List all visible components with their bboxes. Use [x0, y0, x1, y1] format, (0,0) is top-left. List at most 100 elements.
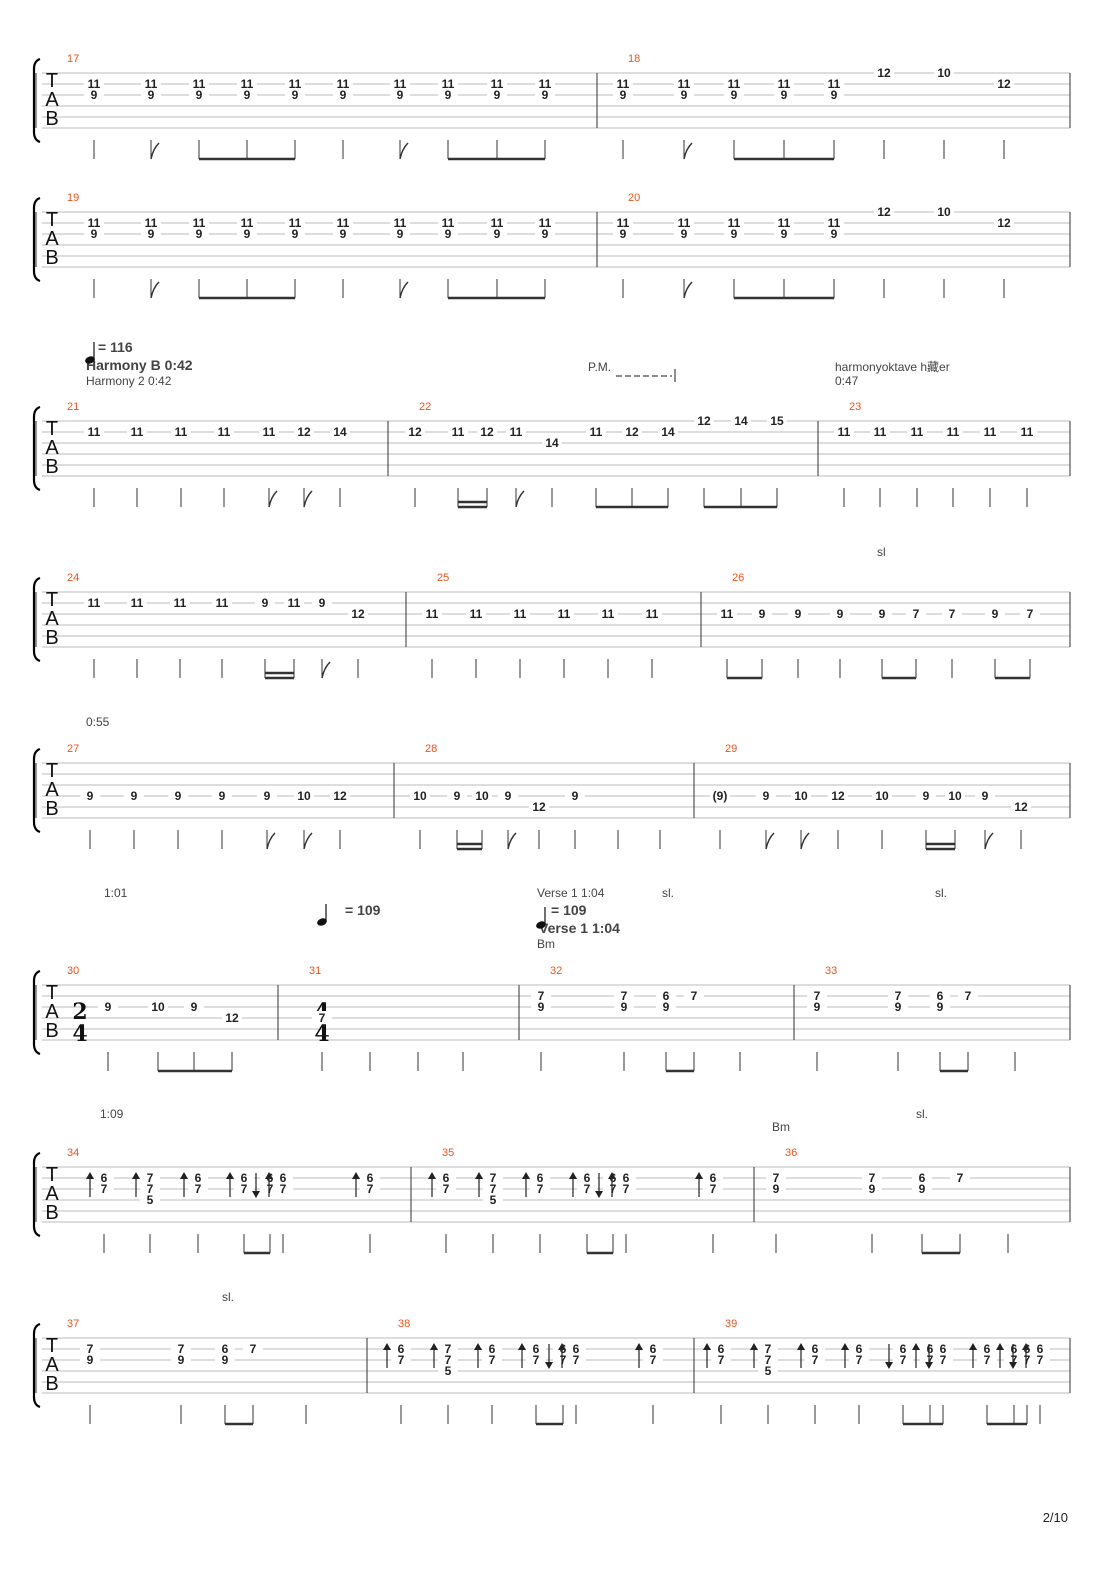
tab-note: 9 [312, 596, 332, 679]
fret-background [577, 1182, 597, 1194]
page-number: 2/10 [1042, 1510, 1068, 1525]
arrow-head [86, 1172, 94, 1179]
fret-number: 10 [875, 789, 889, 803]
tab-note: 12 [529, 800, 549, 849]
fret-background [554, 607, 574, 619]
fret-background [616, 1171, 636, 1183]
tab-note: 67 [522, 1171, 550, 1253]
eighth-flag [303, 832, 313, 850]
fret-background [215, 1353, 235, 1365]
arrow-head [996, 1343, 1004, 1350]
tab-note: 119 [774, 216, 794, 298]
fret-number: 9 [175, 789, 182, 803]
fret-background [598, 607, 618, 619]
fret-background [912, 1171, 932, 1183]
fret-background [234, 1171, 254, 1183]
fret-background [805, 1353, 825, 1365]
tab-note: 119 [237, 77, 257, 159]
fret-background [943, 425, 963, 437]
fret-background [975, 789, 995, 801]
fret-number: 7 [178, 1342, 185, 1356]
fret-number: 9 [763, 789, 770, 803]
fret-number: 12 [408, 425, 422, 439]
fret-background [542, 436, 562, 448]
fret-number: 9 [879, 607, 886, 621]
tab-note: 9 [212, 789, 232, 849]
fret-number: 11 [984, 425, 997, 439]
tab-note: 67 [608, 1171, 636, 1253]
tab-note: 14 [542, 436, 562, 507]
fret-background [1011, 800, 1031, 812]
fret-background [360, 1182, 380, 1194]
tab-clef-letter: T [46, 209, 58, 231]
fret-background [360, 1171, 380, 1183]
fret-background [84, 227, 104, 239]
fret-number: 12 [351, 607, 365, 621]
tab-note: 10 [934, 205, 954, 298]
arrow-head [797, 1343, 805, 1350]
fret-background [284, 596, 304, 608]
tab-note: 79 [766, 1171, 786, 1253]
fret-number: 11 [263, 425, 276, 439]
fret-background [756, 789, 776, 801]
fret-background [530, 1171, 550, 1183]
fret-number: 7 [241, 1182, 248, 1196]
fret-background [390, 88, 410, 100]
fret-background [483, 1193, 503, 1205]
arrow-head [180, 1172, 188, 1179]
fret-background [483, 1182, 503, 1194]
tab-note: 119 [189, 216, 209, 298]
fret-number: 11 [88, 77, 101, 91]
eighth-flag [268, 490, 278, 508]
tab-clef-letter: B [45, 798, 58, 820]
tab-note: 67 [558, 1342, 586, 1424]
fret-number: 9 [264, 789, 271, 803]
arrow-head [595, 1191, 603, 1198]
fret-background [472, 789, 492, 801]
arrow-head [750, 1343, 758, 1350]
fret-number: 7 [610, 1182, 617, 1196]
tab-note: 69 [215, 1342, 235, 1424]
fret-background [684, 989, 704, 1001]
fret-number: 6 [927, 1342, 934, 1356]
fret-background [724, 88, 744, 100]
fret-number: 9 [542, 227, 549, 241]
measure-number: 26 [732, 572, 744, 584]
tab-note: 10 [294, 789, 314, 850]
fret-background [566, 1342, 586, 1354]
fret-number: 11 [678, 77, 691, 91]
fret-number: 7 [267, 1182, 274, 1196]
fret-number: 10 [948, 789, 962, 803]
fret-number: 7 [927, 1353, 934, 1367]
fret-background [391, 1342, 411, 1354]
score-annotation: 0:55 [86, 715, 110, 729]
fret-background [330, 789, 350, 801]
fret-number: 9 [781, 227, 788, 241]
tab-note: 10 [410, 789, 430, 849]
fret-background [934, 66, 954, 78]
fret-number: 11 [539, 77, 552, 91]
fret-background [930, 989, 950, 1001]
fret-background [766, 1182, 786, 1194]
fret-background [333, 216, 353, 228]
tab-note: 7 [906, 607, 926, 678]
fret-background [834, 425, 854, 437]
fret-number: 7 [533, 1353, 540, 1367]
fret-number: 7 [195, 1182, 202, 1196]
tab-note: 9 [255, 596, 275, 678]
fret-background [758, 1353, 778, 1365]
fret-background [862, 1182, 882, 1194]
measure-number: 31 [309, 965, 321, 977]
arrow-head [518, 1343, 526, 1350]
fret-background [643, 1353, 663, 1365]
fret-number: 9 [982, 789, 989, 803]
arrow-head [265, 1172, 273, 1179]
fret-number: 6 [900, 1342, 907, 1356]
fret-number: 9 [494, 88, 501, 102]
fret-number: 7 [445, 1353, 452, 1367]
tab-note: 9 [498, 789, 518, 850]
fret-number: 12 [997, 216, 1011, 230]
fret-background [824, 77, 844, 89]
fret-number: 7 [718, 1353, 725, 1367]
fret-number: 6 [195, 1171, 202, 1185]
